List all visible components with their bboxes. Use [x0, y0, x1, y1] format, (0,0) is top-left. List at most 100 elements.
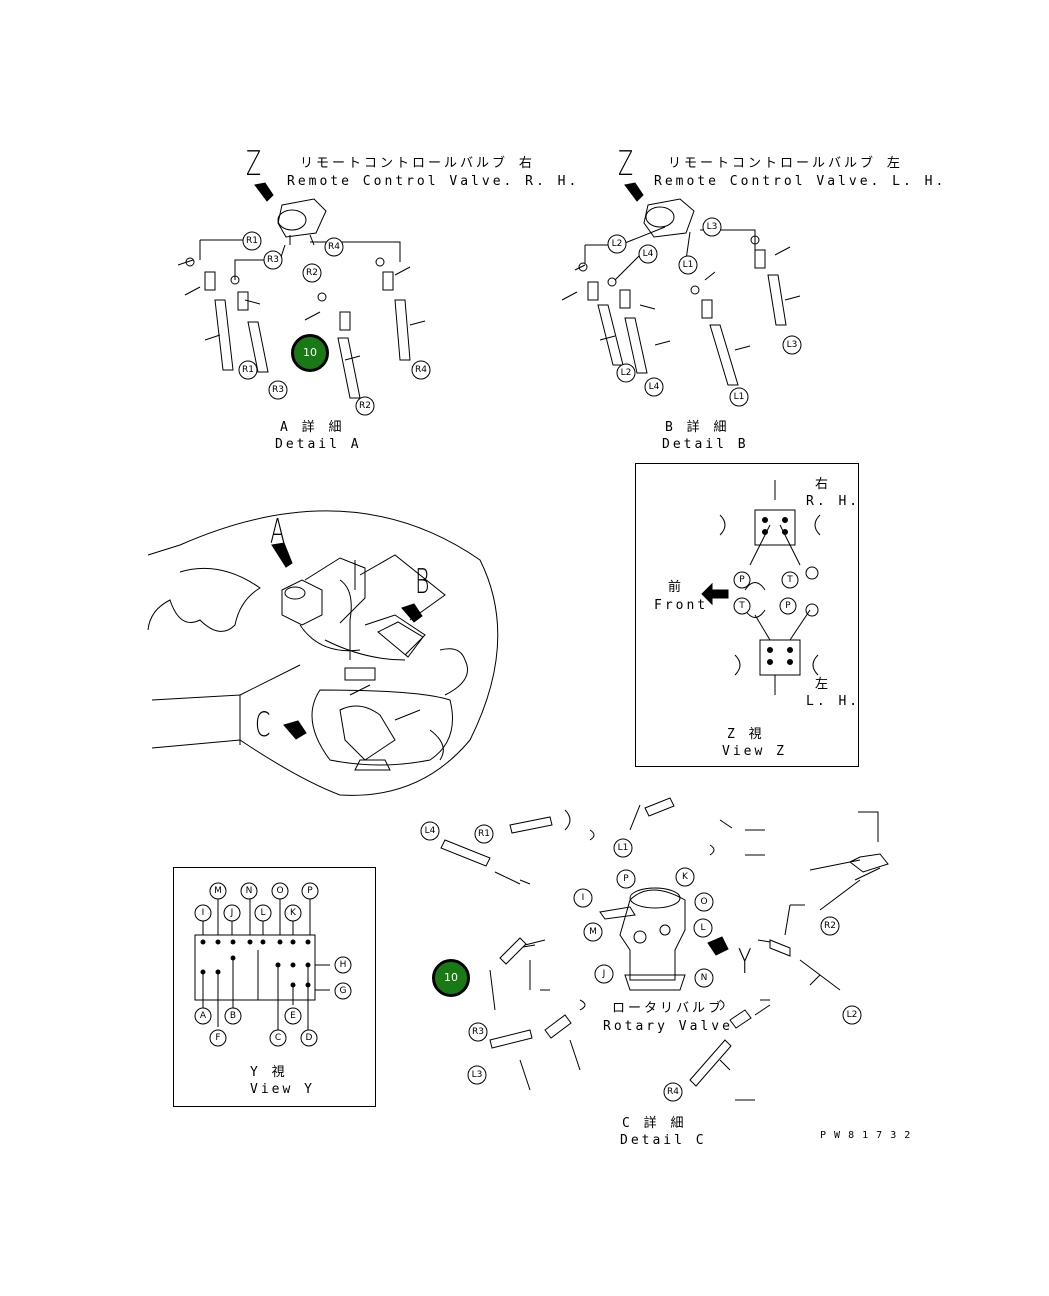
callout-j: J: [223, 904, 241, 922]
callout-r2: R2: [820, 916, 840, 936]
callout-l4: L4: [638, 244, 658, 264]
svg-text:R1: R1: [242, 365, 254, 375]
svg-text:R4: R4: [328, 242, 340, 252]
svg-text:L1: L1: [734, 392, 745, 402]
callout-r4: R4: [663, 1082, 683, 1102]
callout-l3: L3: [782, 335, 802, 355]
svg-text:I: I: [582, 893, 585, 903]
drawing-number: P W 8 1 7 3 2: [820, 1130, 912, 1141]
svg-text:L: L: [700, 923, 705, 933]
svg-text:L4: L4: [425, 826, 436, 836]
part-hotspot-10-detail-c[interactable]: 10: [432, 959, 470, 997]
svg-text:L: L: [260, 908, 265, 918]
callout-l: L: [254, 904, 272, 922]
view-z-box: [635, 463, 859, 767]
detail-a-drawing: [177, 182, 426, 399]
callout-n: N: [240, 882, 258, 900]
svg-text:D: D: [306, 1033, 313, 1043]
callout-t: T: [733, 597, 751, 615]
callout-d: D: [300, 1029, 318, 1047]
callout-k: K: [675, 867, 695, 887]
callout-l1: L1: [613, 838, 633, 858]
callout-i: I: [573, 888, 593, 908]
callout-l: L: [693, 918, 713, 938]
svg-text:J: J: [230, 908, 234, 918]
callout-p: P: [733, 571, 751, 589]
callout-l2: L2: [607, 234, 627, 254]
svg-text:P: P: [739, 575, 745, 585]
callout-l4: L4: [420, 821, 440, 841]
svg-text:L4: L4: [649, 382, 660, 392]
detail-c-view-letter: Y: [738, 942, 752, 982]
callout-e: E: [284, 1007, 302, 1025]
view-z-drawing: [701, 480, 821, 695]
view-y-box: [173, 867, 376, 1107]
callout-n: N: [694, 968, 714, 988]
callout-l4: L4: [644, 377, 664, 397]
svg-text:P: P: [307, 886, 313, 896]
main-arrow-c: C: [255, 705, 271, 745]
callout-r2: R2: [302, 263, 322, 283]
callout-o: O: [271, 882, 289, 900]
svg-text:L2: L2: [847, 1010, 858, 1020]
svg-text:N: N: [246, 886, 253, 896]
svg-text:E: E: [290, 1011, 296, 1021]
detail-a-caption-en: Detail A: [275, 437, 362, 452]
callout-p: P: [616, 869, 636, 889]
callout-c: C: [269, 1029, 287, 1047]
detail-c-caption-jp: C 詳 細: [622, 1116, 687, 1131]
svg-text:L2: L2: [621, 368, 632, 378]
view-y-drawing: [194, 895, 330, 1030]
svg-text:R4: R4: [415, 365, 427, 375]
callout-i: I: [194, 904, 212, 922]
callout-r3: R3: [263, 250, 283, 270]
view-y-caption-jp: Y 視: [250, 1065, 288, 1080]
svg-text:L3: L3: [472, 1070, 483, 1080]
detail-c-drawing: [440, 797, 889, 1101]
callout-r1: R1: [242, 231, 262, 251]
part-hotspot-10-detail-a[interactable]: 10: [291, 334, 329, 372]
svg-text:L3: L3: [787, 340, 798, 350]
callout-l1: L1: [729, 387, 749, 407]
callout-r3: R3: [268, 380, 288, 400]
svg-text:I: I: [202, 908, 205, 918]
callout-r2: R2: [355, 396, 375, 416]
detail-b-title-en: Remote Control Valve. L. H.: [654, 174, 947, 189]
detail-a-view-letter: Z: [246, 144, 262, 184]
svg-text:R1: R1: [246, 236, 258, 246]
svg-text:R2: R2: [359, 401, 371, 411]
main-arrow-b: B: [415, 562, 430, 602]
callout-l2: L2: [616, 363, 636, 383]
svg-text:L1: L1: [618, 843, 629, 853]
detail-b-caption-jp: B 詳 細: [665, 420, 730, 435]
callout-r3: R3: [468, 1022, 488, 1042]
svg-text:T: T: [738, 601, 745, 611]
svg-text:L2: L2: [612, 239, 623, 249]
callout-m: M: [583, 922, 603, 942]
callout-l1: L1: [678, 255, 698, 275]
svg-text:F: F: [215, 1033, 220, 1043]
svg-text:K: K: [290, 908, 297, 918]
svg-text:J: J: [602, 969, 606, 979]
svg-text:O: O: [700, 897, 707, 907]
view-z-rh-jp: 右: [815, 477, 832, 492]
callout-k: K: [284, 904, 302, 922]
callout-l3: L3: [467, 1065, 487, 1085]
detail-c-rotary-en: Rotary Valve: [603, 1019, 733, 1034]
svg-text:M: M: [214, 886, 222, 896]
svg-text:R4: R4: [667, 1087, 679, 1097]
callout-r4: R4: [324, 237, 344, 257]
callout-m: M: [209, 882, 227, 900]
callout-j: J: [594, 964, 614, 984]
svg-text:R1: R1: [478, 829, 490, 839]
svg-text:R2: R2: [306, 268, 318, 278]
callout-f: F: [209, 1029, 227, 1047]
svg-text:T: T: [786, 575, 793, 585]
callout-t: T: [781, 571, 799, 589]
svg-text:P: P: [623, 874, 629, 884]
svg-text:O: O: [276, 886, 283, 896]
view-z-caption-jp: Z 視: [727, 727, 765, 742]
detail-b-title-jp: リモートコントロールバルブ 左: [668, 156, 903, 171]
